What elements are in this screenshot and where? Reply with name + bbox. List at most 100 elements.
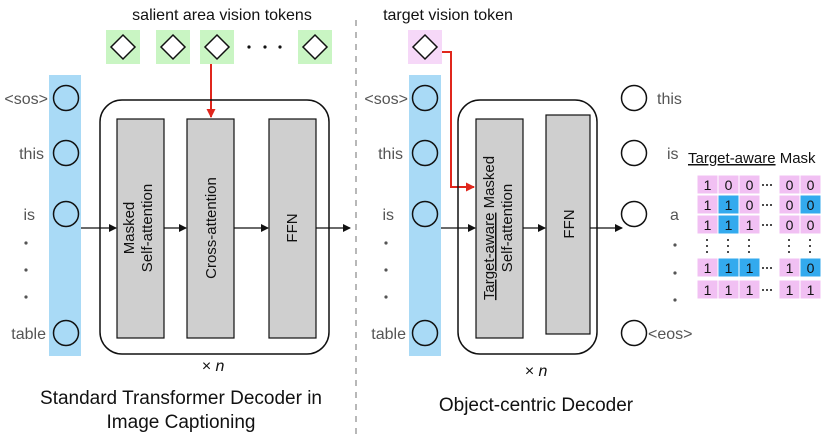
diamond-icon	[159, 33, 187, 61]
ellipsis-dot	[766, 224, 768, 226]
mask-title-rest: Mask	[776, 150, 817, 167]
token-circle	[411, 200, 439, 228]
left-repeat-label: × n	[202, 358, 225, 375]
vertical-ellipsis-dot	[24, 268, 28, 272]
ellipsis-dot	[770, 184, 772, 186]
vertical-ellipsis-dot	[673, 298, 677, 302]
vertical-ellipsis-dot	[673, 271, 677, 275]
output-circle	[620, 200, 648, 228]
output-label-this: this	[657, 91, 682, 108]
mask-cell-value: 0	[746, 177, 754, 193]
ellipsis-dot	[706, 245, 708, 247]
right-token-label-sos: <sos>	[364, 91, 408, 108]
masked-word: Masked	[481, 156, 498, 213]
masked-self-attention-label: Masked	[121, 202, 138, 255]
mask-title-underlined: Target-aware	[688, 150, 776, 167]
right-token-bar	[409, 75, 441, 356]
ellipsis-dot	[770, 204, 772, 206]
output-label-eos: <eos>	[648, 326, 692, 343]
ellipsis-dot	[766, 204, 768, 206]
vertical-ellipsis-dot	[384, 241, 388, 245]
target-aware-self-attention-block	[475, 118, 524, 339]
mask-cell	[738, 214, 761, 235]
cross-attention-block	[186, 118, 235, 339]
mask-cell-value: 1	[725, 217, 733, 233]
left-panel: salient area vision tokens <sos> this is…	[4, 7, 351, 433]
left-token-label-this: this	[19, 146, 44, 163]
ellipsis-dot	[766, 267, 768, 269]
right-caption: Object-centric Decoder	[439, 395, 634, 416]
ffn-label: FFN	[284, 213, 301, 242]
vertical-ellipsis-dot	[24, 295, 28, 299]
mask-cell	[799, 214, 822, 235]
vertical-ellipsis-dot	[384, 268, 388, 272]
mask-cell-value: 0	[746, 197, 754, 213]
target-aware-underlined: Target-aware	[481, 213, 498, 301]
mask-cell-value: 1	[786, 260, 794, 276]
ellipsis-dot	[809, 245, 811, 247]
ellipsis-dot	[770, 289, 772, 291]
ellipsis-dot	[788, 239, 790, 241]
token-circle	[411, 139, 439, 167]
token-circle	[52, 200, 80, 228]
diamond-icon	[203, 33, 231, 61]
mask-cell-value: 0	[807, 177, 815, 193]
diamond-icon	[109, 33, 137, 61]
ellipsis-dot	[278, 45, 282, 49]
mask-cell-value: 0	[807, 217, 815, 233]
token-circle	[52, 139, 80, 167]
mask-cell-value: 1	[807, 282, 815, 298]
right-token-label-this: this	[378, 146, 403, 163]
ellipsis-dot	[748, 251, 750, 253]
target-token-arrow	[442, 51, 475, 192]
mask-cell-value: 1	[725, 282, 733, 298]
right-top-label: target vision token	[383, 7, 513, 24]
masked-self-attention-label-2: Self-attention	[139, 184, 156, 272]
mask-cell-value: 1	[725, 197, 733, 213]
mask-cell	[799, 194, 822, 215]
ellipsis-dot	[762, 267, 764, 269]
ellipsis-dot	[727, 245, 729, 247]
token-circle	[52, 319, 80, 347]
ellipsis-dot	[788, 251, 790, 253]
mask-cell-value: 1	[704, 197, 712, 213]
mask-cell	[799, 257, 822, 278]
right-ffn-label: FFN	[561, 209, 578, 238]
mask-cell	[738, 279, 761, 300]
mask-cell-value: 0	[807, 197, 815, 213]
diamond-icon	[411, 33, 439, 61]
left-top-label: salient area vision tokens	[132, 7, 312, 24]
ellipsis-dot	[247, 45, 251, 49]
right-token-label-is: is	[382, 207, 394, 224]
right-ffn-block	[545, 114, 591, 335]
left-token-label-sos: <sos>	[4, 91, 48, 108]
ellipsis-dot	[766, 289, 768, 291]
mask-title: Target-aware Mask	[688, 150, 816, 167]
ellipsis-dot	[727, 251, 729, 253]
mask-cell-value: 1	[786, 282, 794, 298]
ellipsis-dot	[748, 239, 750, 241]
ellipsis-dot	[706, 239, 708, 241]
left-caption-line1: Standard Transformer Decoder in	[40, 388, 322, 409]
left-token-label-table: table	[11, 326, 46, 343]
ellipsis-dot	[762, 224, 764, 226]
mask-cell-value: 1	[704, 217, 712, 233]
output-circle	[620, 139, 648, 167]
target-aware-self-attention-label-2: Self-attention	[499, 184, 516, 272]
mask-cell-value: 1	[704, 177, 712, 193]
ellipsis-dot	[762, 289, 764, 291]
mask-cell-value: 1	[746, 217, 754, 233]
ellipsis-dot	[770, 224, 772, 226]
right-decoder-container	[457, 99, 598, 355]
ellipsis-dot	[762, 204, 764, 206]
mask-cell-value: 0	[725, 177, 733, 193]
mask-cell-value: 1	[704, 260, 712, 276]
ellipsis-dot	[263, 45, 267, 49]
token-circle	[411, 84, 439, 112]
token-circle	[52, 84, 80, 112]
right-repeat-label: × n	[525, 363, 548, 380]
output-label-is: is	[667, 146, 679, 163]
ellipsis-dot	[809, 251, 811, 253]
ellipsis-dot	[766, 184, 768, 186]
